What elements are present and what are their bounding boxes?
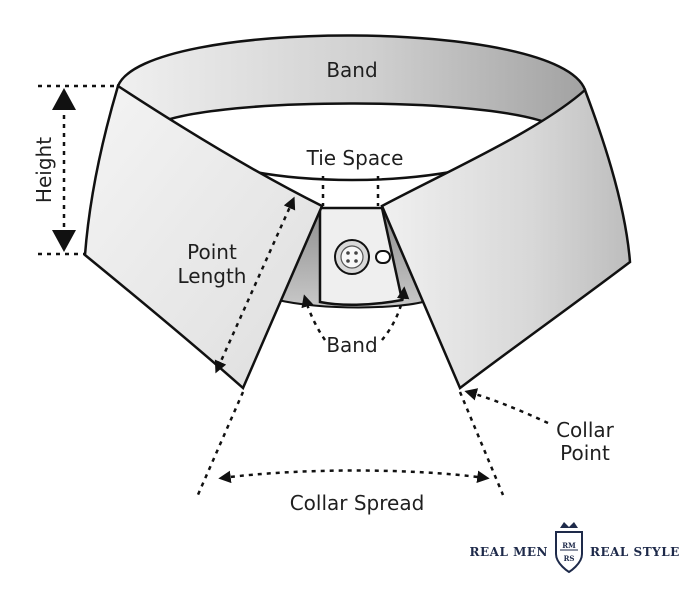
svg-text:RM: RM — [562, 541, 576, 550]
band-bottom-label: Band — [326, 333, 377, 357]
collar-point-label-line1: Collar — [556, 418, 615, 442]
right-collar-wing — [380, 87, 632, 390]
height-dimension — [38, 84, 118, 256]
collar-point-label-line2: Point — [560, 441, 610, 465]
collar-point-arrow — [464, 388, 549, 425]
band-top-label: Band — [326, 58, 377, 82]
collar-spread-guides — [195, 391, 505, 498]
svg-text:RS: RS — [564, 554, 575, 563]
tie-space-label: Tie Space — [306, 146, 404, 170]
point-length-label-line1: Point — [187, 240, 237, 264]
band-pointer-arrows — [301, 286, 410, 341]
collar-spread-label: Collar Spread — [290, 491, 425, 515]
point-length-label-line2: Length — [178, 264, 247, 288]
button-icon — [334, 239, 391, 275]
brand-left-text: REAL MEN — [470, 545, 548, 559]
brand-right-text: REAL STYLE — [590, 545, 680, 559]
crest-icon: RM RS — [555, 522, 583, 574]
brand-logo: REAL MEN RM RS REAL STYLE — [470, 522, 680, 574]
point-length-arrow — [214, 196, 296, 374]
height-label: Height — [32, 137, 56, 203]
